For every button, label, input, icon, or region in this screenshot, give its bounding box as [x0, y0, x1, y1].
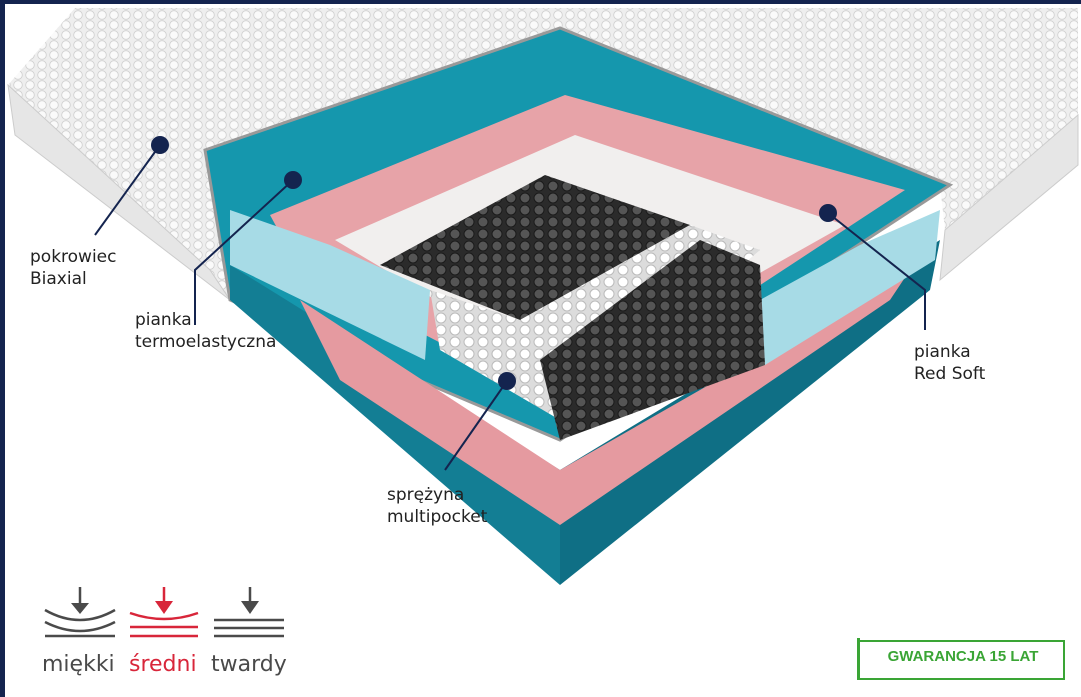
- springs-dark-top: [380, 175, 690, 320]
- side-foam-right: [760, 210, 940, 365]
- label-red-soft: pianka Red Soft: [914, 341, 985, 385]
- pointer-dot-spring: [498, 372, 516, 390]
- label-cover-line1: pokrowiec: [30, 247, 117, 267]
- label-cover: pokrowiec Biaxial: [30, 246, 117, 290]
- label-red-soft-line2: Red Soft: [914, 364, 986, 384]
- hard-icon: [214, 587, 284, 638]
- warranty-badge-bar: [857, 638, 860, 680]
- pointer-dot-red-soft: [819, 204, 837, 222]
- frame-left-border: [0, 0, 5, 697]
- pointer-dot-cover: [151, 136, 169, 154]
- teal-foam-base-left: [230, 265, 560, 585]
- label-red-soft-line1: pianka: [914, 342, 971, 362]
- label-thermo-line1: pianka: [135, 310, 192, 330]
- label-thermo-foam: pianka termoelastyczna: [135, 309, 276, 353]
- pointer-dot-thermo: [284, 171, 302, 189]
- label-spring-line1: sprężyna: [387, 485, 465, 505]
- frame-top-border: [0, 0, 1081, 4]
- legend-soft-label: miękki: [42, 652, 115, 677]
- side-foam-left: [230, 210, 430, 360]
- label-spring-line2: multipocket: [387, 507, 488, 527]
- warranty-badge-text: GWARANCJA 15 LAT: [887, 648, 1039, 665]
- cover-side-right: [939, 113, 1079, 282]
- pointer-line-spring: [444, 380, 508, 471]
- cover-top: [8, 8, 1078, 300]
- label-thermo-line2: termoelastyczna: [135, 332, 277, 352]
- soft-icon: [44, 587, 116, 638]
- pointer-line-thermo: [194, 179, 294, 325]
- label-cover-line2: Biaxial: [30, 269, 87, 289]
- pointer-line-cover: [94, 144, 161, 236]
- medium-icon: [129, 587, 199, 638]
- pointer-line-red-soft: [827, 212, 926, 330]
- label-spring: sprężyna multipocket: [387, 484, 487, 528]
- legend-medium-label: średni: [129, 652, 197, 677]
- springs-dark-right: [540, 240, 765, 440]
- warranty-badge: [860, 640, 1065, 680]
- red-soft-lower: [300, 270, 910, 525]
- legend-hard-label: twardy: [211, 652, 287, 677]
